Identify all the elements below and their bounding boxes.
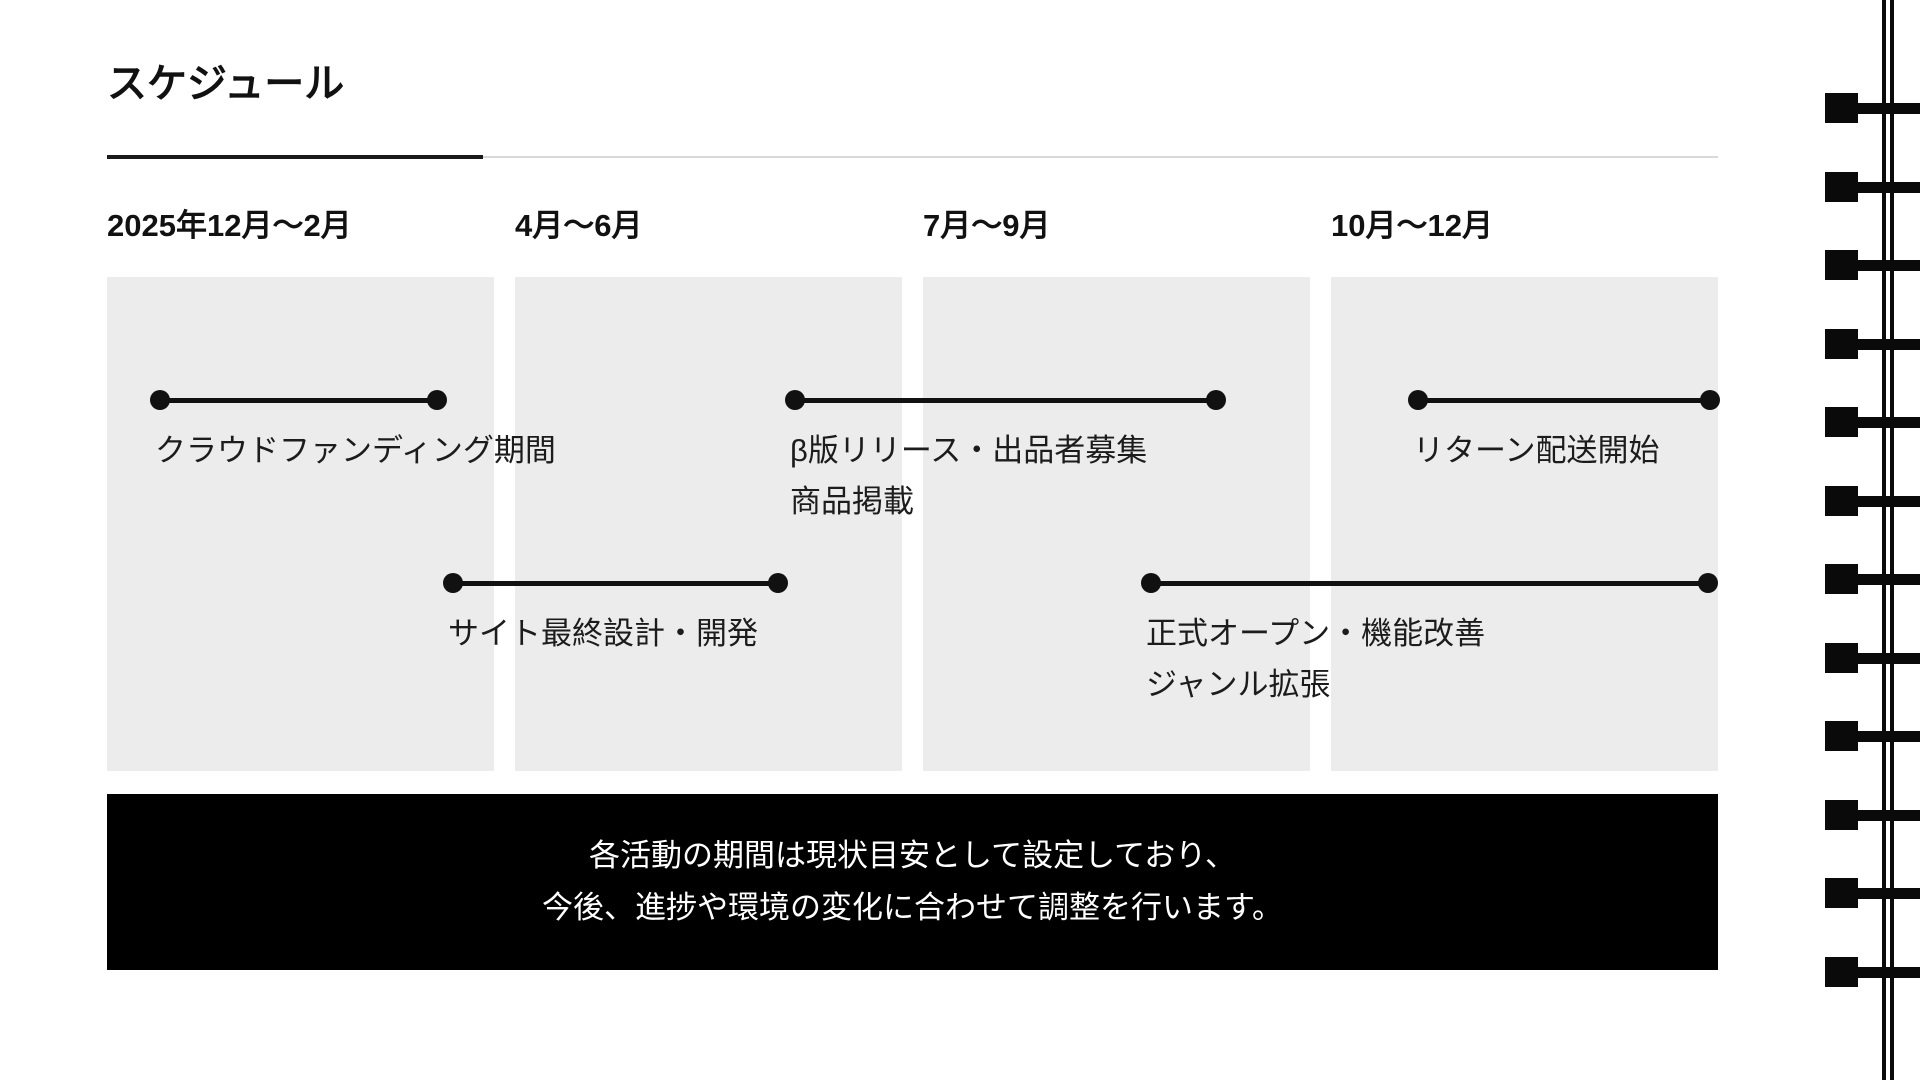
spiral-ring	[1825, 93, 1920, 123]
timeline-bar-label-1: クラウドファンディング期間	[155, 425, 556, 476]
quarter-label-q1: 2025年12月〜2月	[107, 208, 352, 243]
bar-line	[160, 398, 437, 403]
spiral-ring-stub	[1825, 495, 1920, 507]
spiral-ring-stub	[1825, 652, 1920, 664]
spiral-ring-square	[1825, 93, 1858, 123]
page-title: スケジュール	[107, 62, 345, 106]
spiral-ring	[1825, 407, 1920, 437]
spiral-ring-stub	[1825, 888, 1920, 899]
spiral-ring-stub	[1825, 338, 1920, 350]
bar-line	[1151, 581, 1708, 586]
timeline-bar-label-4: 正式オープン・機能改善ジャンル拡張	[1146, 608, 1485, 710]
spiral-ring	[1825, 171, 1920, 202]
bar-start-dot	[443, 573, 463, 593]
spiral-wire-vertical	[1890, 0, 1894, 1080]
quarter-column-q2	[515, 277, 902, 771]
timeline-bar-label-2: サイト最終設計・開発	[448, 608, 758, 659]
timeline-bar-label-line: クラウドファンディング期間	[155, 433, 556, 468]
timeline-bar-label-3: β版リリース・出品者募集商品掲載	[790, 425, 1147, 527]
bar-start-dot	[1141, 573, 1161, 593]
spiral-ring-square	[1825, 328, 1858, 359]
timeline-bar-label-line: サイト最終設計・開発	[448, 616, 758, 651]
spiral-ring-square	[1825, 485, 1858, 516]
bar-start-dot	[785, 390, 805, 410]
timeline-bar-label-line: ジャンル拡張	[1146, 667, 1331, 702]
spiral-ring-stub	[1825, 181, 1920, 193]
bar-end-dot	[1698, 573, 1718, 593]
bar-end-dot	[768, 573, 788, 593]
spiral-ring-square	[1825, 407, 1858, 437]
bar-line	[453, 581, 778, 586]
quarter-label-q3: 7月〜9月	[923, 208, 1051, 243]
note-line-2: 今後、進捗や環境の変化に合わせて調整を行います。	[542, 890, 1283, 925]
spiral-ring-square	[1825, 956, 1858, 987]
quarter-column-q4	[1331, 277, 1718, 771]
timeline-bar-4	[1141, 573, 1718, 593]
bar-end-dot	[427, 390, 447, 410]
spiral-ring-square	[1825, 642, 1858, 673]
timeline-bar-label-line: 商品掲載	[790, 484, 914, 519]
spiral-ring-square	[1825, 171, 1858, 202]
bar-end-dot	[1206, 390, 1226, 410]
spiral-ring	[1825, 485, 1920, 516]
spiral-ring	[1825, 956, 1920, 987]
timeline-bar-5	[1408, 390, 1720, 410]
spiral-ring-square	[1825, 250, 1858, 280]
timeline-bar-label-line: β版リリース・出品者募集	[790, 433, 1148, 468]
spiral-ring-square	[1825, 721, 1858, 751]
spiral-ring	[1825, 799, 1920, 830]
note-banner: 各活動の期間は現状目安として設定しており、 今後、進捗や環境の変化に合わせて調整…	[107, 794, 1718, 970]
bar-line	[795, 398, 1216, 403]
bar-line	[1418, 398, 1710, 403]
title-underline-rest	[483, 156, 1718, 158]
note-line-1: 各活動の期間は現状目安として設定しており、	[589, 838, 1236, 873]
timeline-bar-3	[785, 390, 1226, 410]
quarter-column-q3	[923, 277, 1310, 771]
title-underline	[107, 155, 1718, 159]
spiral-ring-stub	[1825, 574, 1920, 585]
spiral-ring	[1825, 721, 1920, 751]
quarter-label-q2: 4月〜6月	[515, 208, 643, 243]
spiral-ring-square	[1825, 799, 1858, 830]
spiral-ring	[1825, 328, 1920, 359]
spiral-ring-stub	[1825, 103, 1920, 114]
timeline-bar-2	[443, 573, 788, 593]
spiral-ring	[1825, 642, 1920, 673]
spiral-ring	[1825, 878, 1920, 908]
spiral-ring-stub	[1825, 417, 1920, 428]
quarter-column-q1	[107, 277, 494, 771]
timeline-bar-label-line: 正式オープン・機能改善	[1146, 616, 1486, 651]
spiral-ring-stub	[1825, 731, 1920, 742]
spiral-ring-square	[1825, 878, 1858, 908]
spiral-ring	[1825, 250, 1920, 280]
spiral-ring-square	[1825, 564, 1858, 594]
spiral-ring-stub	[1825, 966, 1920, 978]
spiral-ring-stub	[1825, 809, 1920, 821]
timeline-bar-1	[150, 390, 447, 410]
bar-start-dot	[1408, 390, 1428, 410]
bar-end-dot	[1700, 390, 1720, 410]
timeline-bar-label-line: リターン配送開始	[1413, 433, 1660, 468]
spiral-ring	[1825, 564, 1920, 594]
quarter-label-q4: 10月〜12月	[1331, 208, 1493, 243]
spiral-wire-vertical	[1882, 0, 1886, 1080]
spiral-ring-stub	[1825, 260, 1920, 271]
title-underline-accent	[107, 155, 483, 159]
timeline-bar-label-5: リターン配送開始	[1413, 425, 1659, 476]
bar-start-dot	[150, 390, 170, 410]
